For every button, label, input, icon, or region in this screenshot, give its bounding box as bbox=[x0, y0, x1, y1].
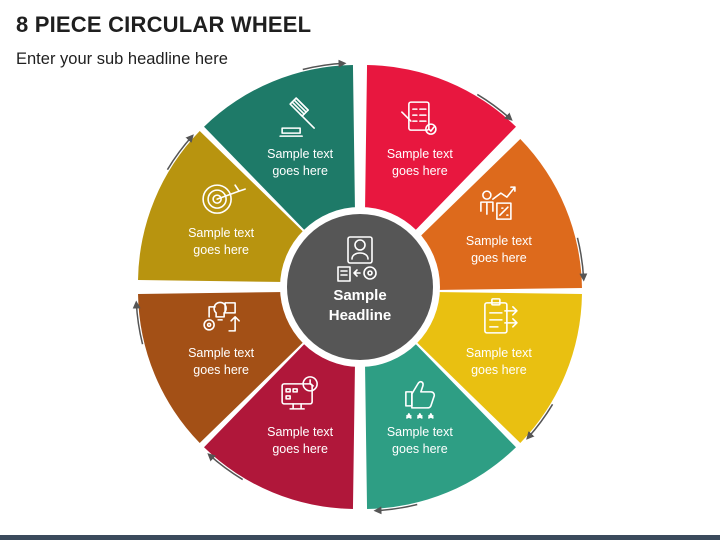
page-title: 8 PIECE CIRCULAR WHEEL bbox=[16, 12, 312, 37]
page-subtitle: Enter your sub headline here bbox=[16, 50, 228, 68]
flow-arrow-3 bbox=[526, 403, 554, 440]
flow-arrow-1 bbox=[476, 93, 513, 121]
flow-arrow-8 bbox=[302, 59, 347, 71]
segment-4-text: Sample text goes here bbox=[386, 424, 453, 456]
wheel-segment-8 bbox=[204, 65, 356, 233]
manager-workflow-icon bbox=[337, 236, 377, 282]
segment-1-text: Sample text goes here bbox=[386, 147, 453, 179]
flow-arrow-2 bbox=[576, 237, 588, 282]
segment-2-text: Sample text goes here bbox=[465, 234, 532, 266]
monitor-dashboard-icon bbox=[281, 376, 318, 410]
wheel-segment-6 bbox=[138, 291, 306, 443]
flow-arrow-5 bbox=[207, 453, 244, 481]
footer-bar bbox=[0, 535, 720, 540]
wheel-segment-2 bbox=[414, 139, 582, 291]
segment-7-text: Sample text goes here bbox=[188, 226, 255, 258]
segment-6-text: Sample text goes here bbox=[188, 345, 255, 377]
ideas-gears-icon bbox=[203, 301, 240, 332]
document-checklist-icon bbox=[401, 101, 437, 135]
wheel-segment-3 bbox=[414, 291, 582, 443]
wheel-segment-4 bbox=[364, 341, 516, 509]
flow-arrow-6 bbox=[132, 300, 144, 345]
center-disc bbox=[287, 214, 433, 360]
segment-5-text: Sample text goes here bbox=[267, 424, 334, 456]
flow-arrow-4 bbox=[373, 503, 418, 515]
flow-arrow-7 bbox=[166, 134, 194, 171]
clipboard-process-icon bbox=[484, 298, 518, 334]
center-headline: Sample Headline bbox=[328, 287, 392, 324]
segment-8-text: Sample text goes here bbox=[267, 147, 334, 179]
segment-3-text: Sample text goes here bbox=[465, 345, 532, 377]
target-icon bbox=[202, 184, 246, 214]
growth-analytics-icon bbox=[480, 186, 516, 220]
thumbs-up-rating-icon bbox=[405, 380, 436, 419]
gavel-icon bbox=[279, 97, 315, 137]
wheel-segment-1 bbox=[364, 65, 516, 233]
